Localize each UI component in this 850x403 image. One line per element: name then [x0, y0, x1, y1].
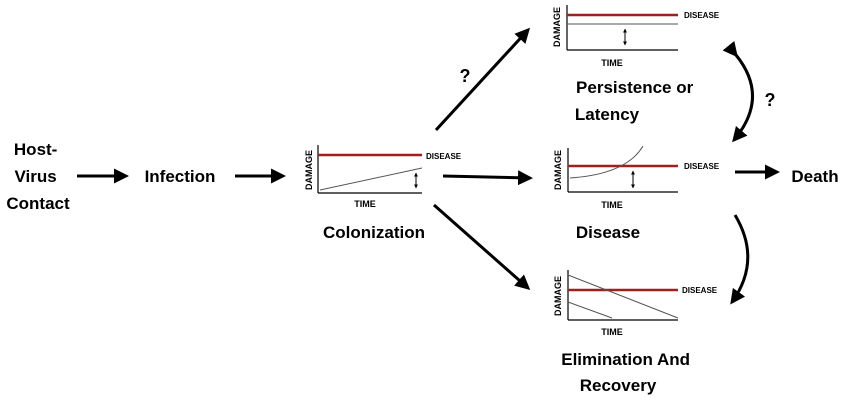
colonization-label: Colonization — [323, 223, 425, 242]
death-label: Death — [791, 167, 838, 186]
host-virus-contact-label: Host- Virus Contact — [6, 140, 70, 213]
elimination-damage-curve-2 — [567, 301, 613, 319]
colonization-damage-curve — [319, 167, 423, 191]
question-mark-persistence: ? — [460, 66, 471, 86]
colonization-time-label: TIME — [354, 199, 376, 209]
arrow-disease-to-elimination — [730, 214, 750, 305]
arrow-colonization-to-persistence — [434, 27, 531, 132]
disease-damage-curve — [569, 145, 644, 179]
elimination-damage-label: DAMAGE — [553, 276, 563, 316]
disease-time-label: TIME — [601, 200, 623, 210]
arrow-latency-disease-bidirectional — [722, 40, 754, 143]
persistence-latency-label: Persistence or Latency — [575, 78, 698, 124]
elimination-disease-label: DISEASE — [682, 286, 718, 295]
colonization-damage-label: DAMAGE — [304, 150, 314, 190]
persistence-damage-label: DAMAGE — [552, 7, 562, 47]
colonization-damage-panel: DISEASE TIME DAMAGE — [304, 145, 462, 209]
disease-damage-label: DAMAGE — [553, 150, 563, 190]
disease-disease-label: DISEASE — [684, 162, 720, 171]
infection-label: Infection — [145, 167, 216, 186]
elimination-time-label: TIME — [601, 327, 623, 337]
question-mark-latency-disease: ? — [765, 90, 776, 110]
persistence-disease-label: DISEASE — [684, 11, 720, 20]
arrow-colonization-to-elimination — [433, 203, 531, 290]
disease-damage-panel: DISEASE TIME DAMAGE — [553, 145, 720, 210]
elimination-damage-panel: DISEASE TIME DAMAGE — [553, 270, 718, 337]
arrow-colonization-to-disease — [442, 170, 533, 186]
elimination-recovery-label: Elimination And Recovery — [561, 350, 695, 395]
disease-label: Disease — [576, 223, 640, 242]
elimination-damage-curve-1 — [567, 274, 679, 319]
colonization-disease-label: DISEASE — [426, 152, 462, 161]
persistence-damage-panel: DISEASE TIME DAMAGE — [552, 5, 720, 68]
persistence-time-label: TIME — [601, 58, 623, 68]
